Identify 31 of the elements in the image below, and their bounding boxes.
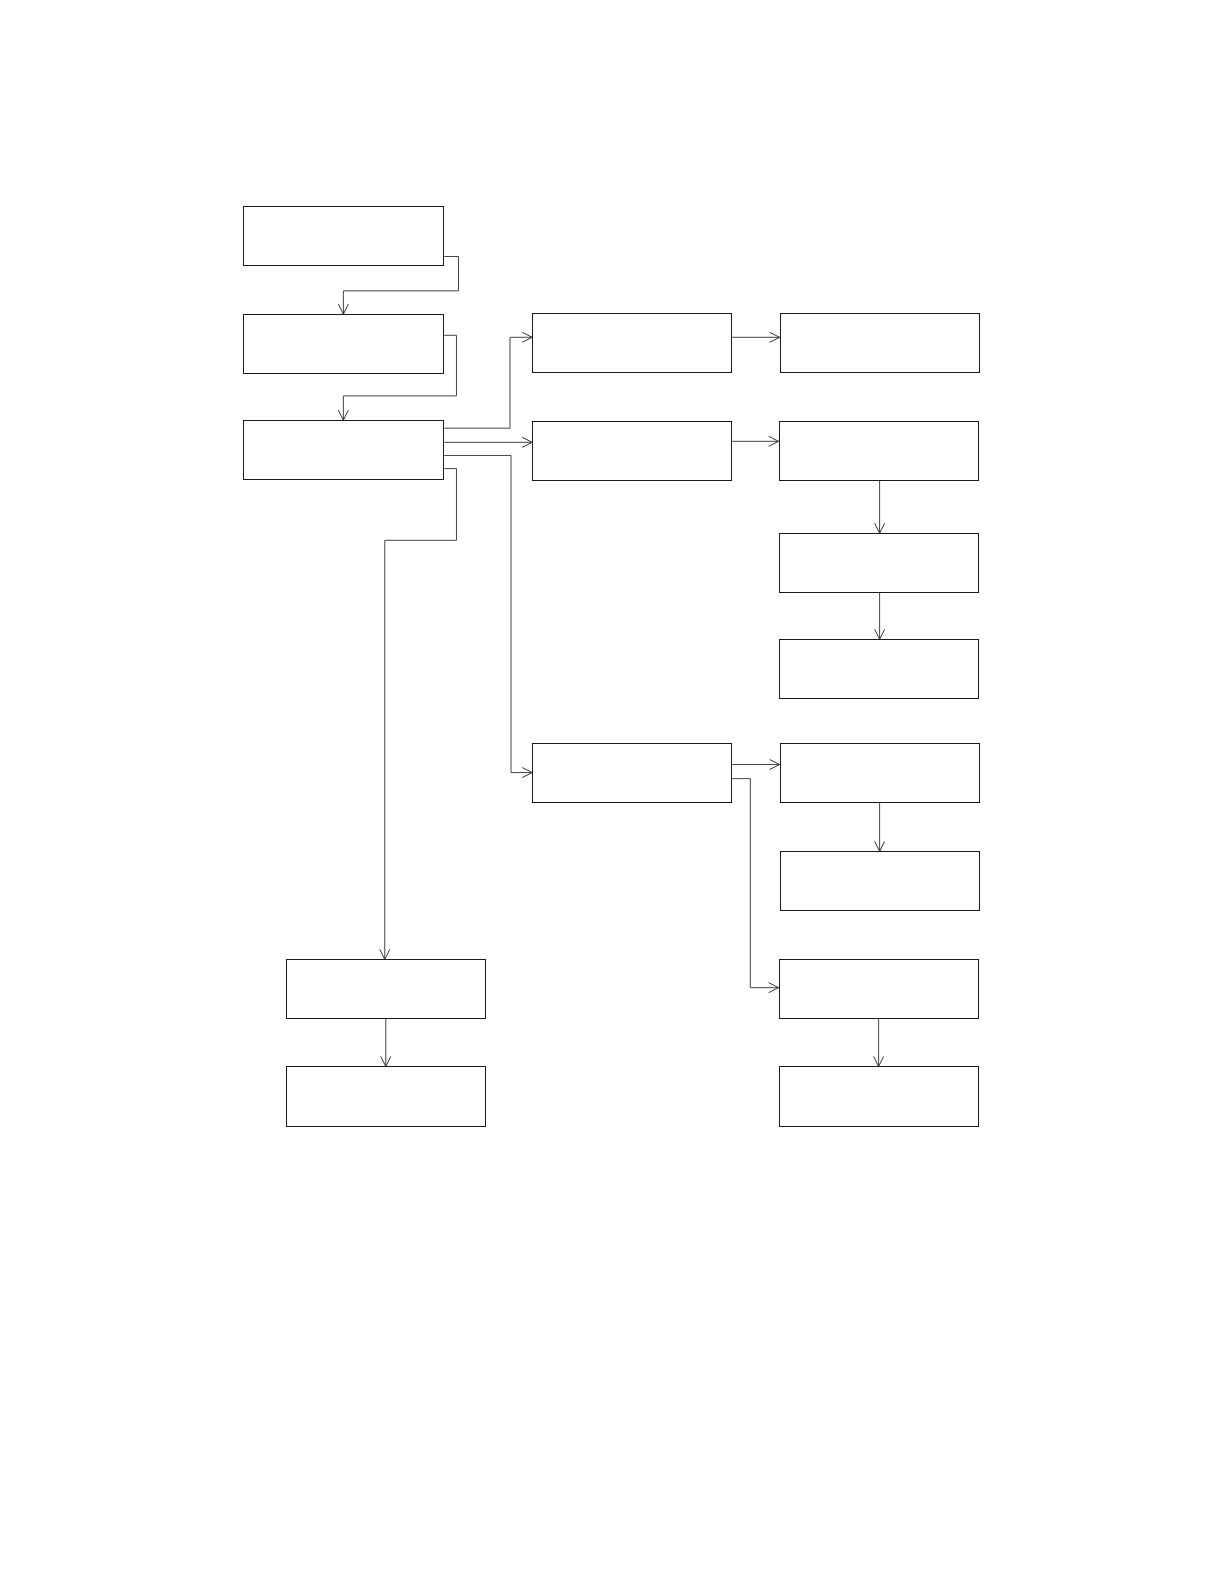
process-box	[243, 206, 445, 266]
process-box	[532, 313, 733, 373]
arrow	[380, 1018, 392, 1067]
process-box	[532, 421, 733, 481]
arrow	[874, 592, 886, 640]
arrow	[731, 435, 780, 447]
arrow	[443, 454, 533, 779]
arrow	[337, 334, 457, 421]
process-box	[778, 533, 979, 593]
process-box	[285, 1066, 486, 1128]
arrow	[443, 436, 533, 448]
process-box	[778, 421, 979, 481]
arrow	[874, 802, 886, 852]
arrow	[731, 778, 780, 994]
process-box	[778, 639, 979, 699]
process-box	[778, 1066, 979, 1128]
arrow	[443, 331, 533, 429]
process-box	[285, 959, 486, 1019]
process-box	[243, 314, 445, 374]
arrow	[731, 331, 781, 343]
process-box	[778, 959, 979, 1019]
arrow	[873, 1018, 885, 1067]
process-box	[779, 743, 980, 803]
process-box	[532, 743, 733, 803]
arrow	[337, 256, 459, 315]
process-box	[779, 313, 980, 373]
process-box	[243, 420, 445, 480]
arrow	[379, 468, 457, 960]
arrow	[874, 480, 886, 534]
process-box	[779, 851, 980, 911]
arrow	[731, 759, 781, 770]
